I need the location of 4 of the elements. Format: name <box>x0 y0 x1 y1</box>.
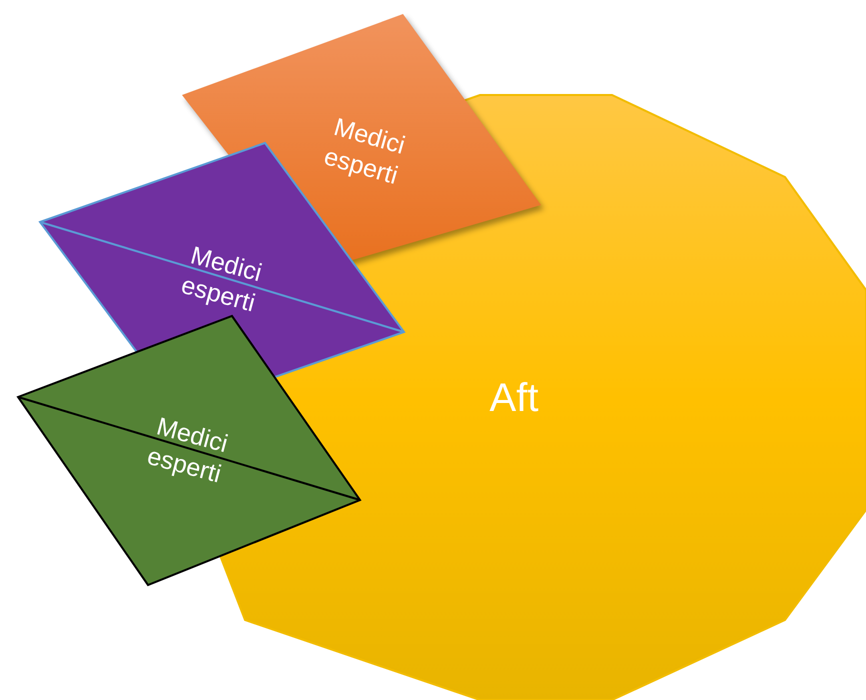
shape-label: Medici esperti <box>177 240 266 320</box>
shape-label: Medici esperti <box>143 411 232 491</box>
shape-label: Medici esperti <box>320 112 410 192</box>
shape-label: Aft <box>488 375 540 422</box>
